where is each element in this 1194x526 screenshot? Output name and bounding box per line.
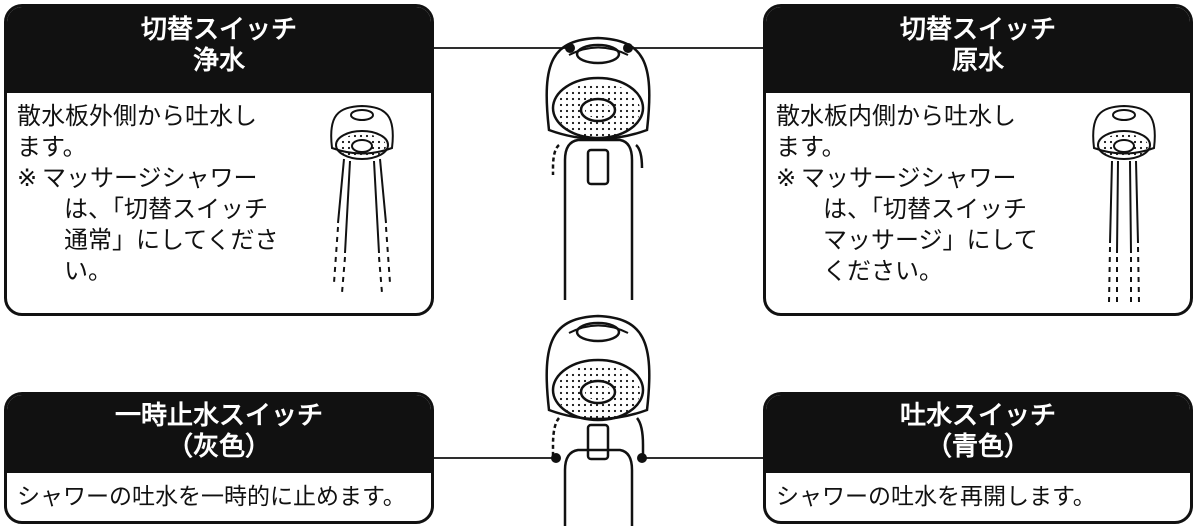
switch-pure-subtitle: 浄水: [192, 46, 245, 76]
resume-switch-panel: 吐水スイッチ （青色） シャワーの吐水を再開します。: [763, 392, 1193, 524]
switch-pure-title: 切替スイッチ: [140, 15, 297, 45]
pause-switch-subtitle: （灰色）: [166, 432, 271, 462]
resume-switch-header: 吐水スイッチ （青色）: [766, 395, 1190, 473]
note-line: は、「切替スイッチ: [823, 195, 1027, 223]
note-line: は、「切替スイッチ: [64, 195, 268, 223]
resume-switch-subtitle: （青色）: [925, 432, 1030, 462]
switch-markers: [551, 43, 647, 463]
switch-pure-description: 散水板外側から吐水し ます。 ※マッサージシャワー は、「切替スイッチ 通常」に…: [7, 93, 431, 295]
note-line: マッサージ」にして: [823, 226, 1038, 254]
description-line: ます。: [17, 133, 87, 161]
note-line: 通常」にしてくださ: [64, 226, 279, 254]
resume-switch-description: シャワーの吐水を再開します。: [776, 484, 1096, 510]
note-line: マッサージシャワー: [801, 164, 1017, 192]
switch-raw-title: 切替スイッチ: [899, 15, 1056, 45]
pause-switch-panel: 一時止水スイッチ （灰色） シャワーの吐水を一時的に止めます。: [4, 392, 434, 524]
description-line: 散水板外側から吐水し: [17, 102, 257, 130]
pause-switch-header: 一時止水スイッチ （灰色）: [7, 395, 431, 473]
note-mark: ※: [776, 164, 797, 192]
faucet-head-icon: [545, 314, 651, 526]
description-line: 散水板内側から吐水し: [776, 102, 1016, 130]
note-mark: ※: [17, 164, 38, 192]
switch-pure-header: 切替スイッチ 浄水: [7, 7, 431, 93]
shower-spray-inner-icon: [1092, 104, 1156, 303]
switch-raw-header: 切替スイッチ 原水: [766, 7, 1190, 93]
resume-switch-title: 吐水スイッチ: [899, 401, 1056, 431]
description-line: ます。: [776, 133, 846, 161]
faucet-head-icon: [545, 36, 651, 300]
note-line: い。: [64, 257, 112, 285]
pause-switch-title: 一時止水スイッチ: [114, 401, 323, 431]
leader-lines: [433, 47, 764, 459]
shower-spray-outer-icon: [330, 104, 394, 294]
switch-pure-panel: 切替スイッチ 浄水 散水板外側から吐水し ます。 ※マッサージシャワー は、「切…: [4, 4, 434, 316]
note-line: ください。: [823, 257, 943, 285]
pause-switch-description: シャワーの吐水を一時的に止めます。: [17, 484, 406, 510]
note-line: マッサージシャワー: [42, 164, 258, 192]
switch-raw-panel: 切替スイッチ 原水 散水板内側から吐水し ます。 ※マッサージシャワー は、「切…: [763, 4, 1193, 316]
switch-raw-subtitle: 原水: [951, 46, 1004, 76]
switch-raw-description: 散水板内側から吐水し ます。 ※マッサージシャワー は、「切替スイッチ マッサー…: [766, 93, 1190, 295]
